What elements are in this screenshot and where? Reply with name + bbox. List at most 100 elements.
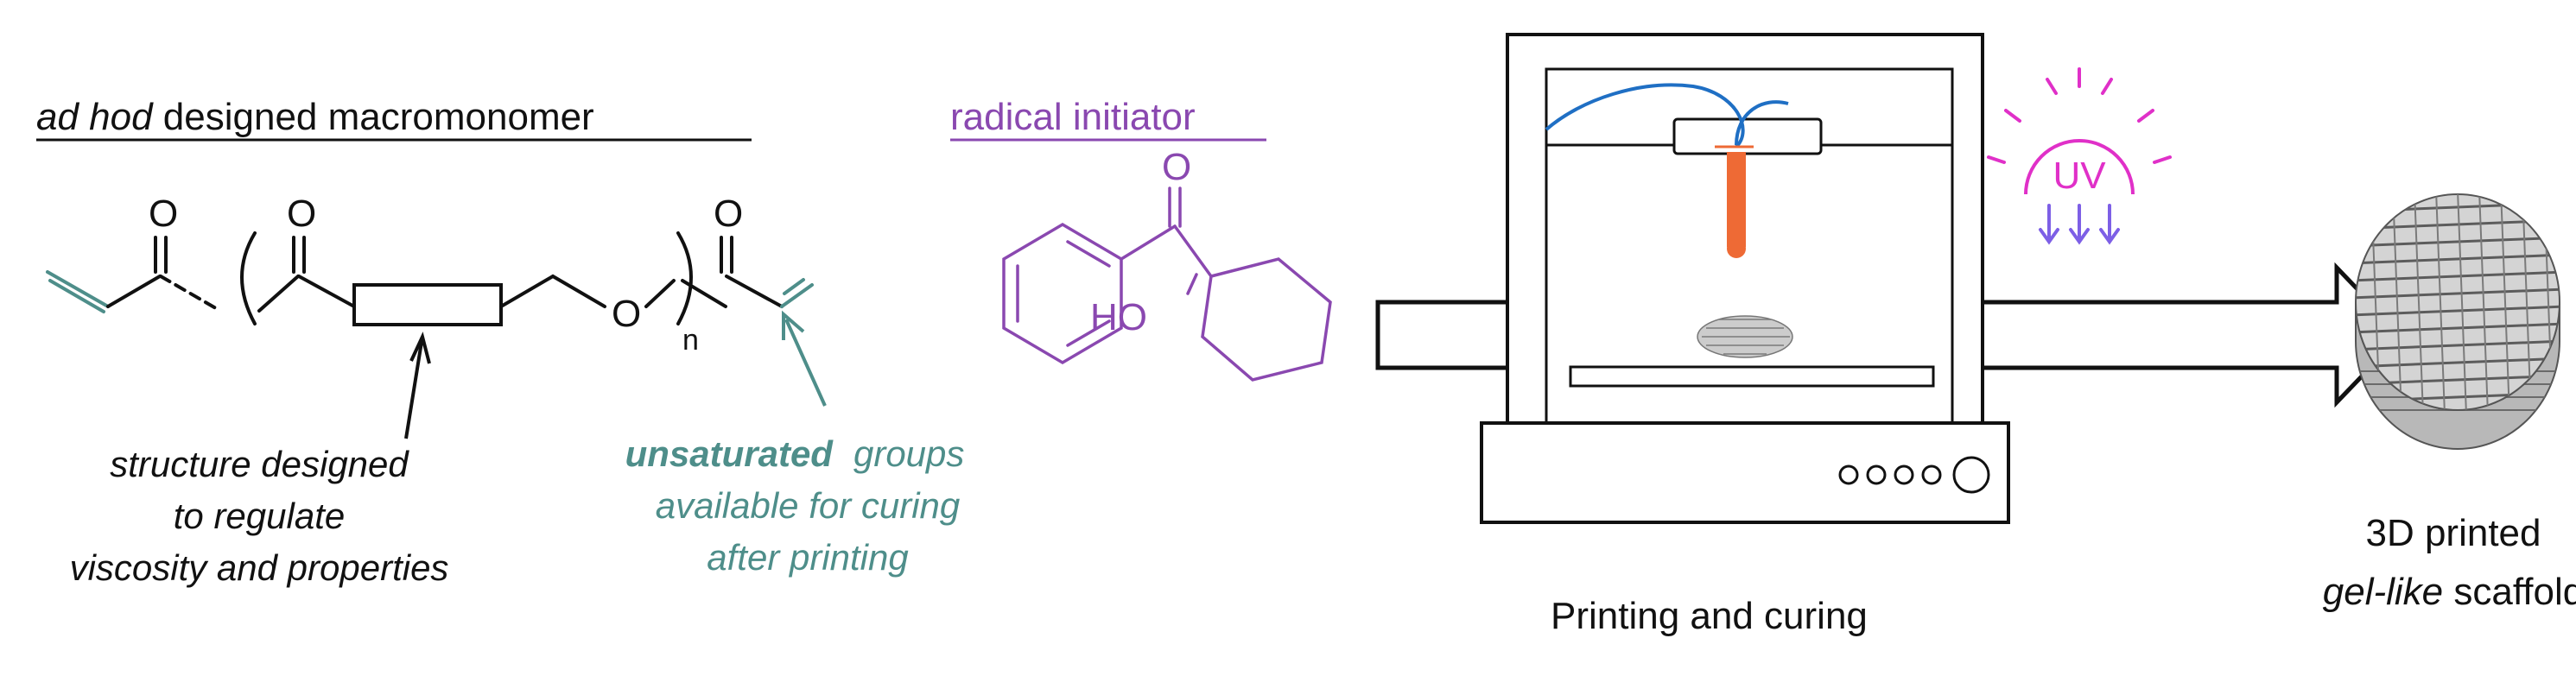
- uv-lamp: UV: [1987, 67, 2172, 245]
- printer-build-plate: [1569, 365, 1935, 388]
- unsaturated-note-line-2: available for curing: [656, 485, 961, 526]
- printer-power-knob: [1952, 456, 1990, 494]
- printer-button-2: [1866, 464, 1887, 485]
- printer-nozzle-tip: [1727, 239, 1746, 258]
- lattice-row-9: [2356, 339, 2560, 351]
- unsaturated-note-rest: groups: [853, 433, 964, 474]
- aryl-carbonyl-bond: [1120, 224, 1177, 261]
- repeat-carbonyl-oxygen: O: [287, 193, 316, 235]
- repeat-bond-1: [257, 275, 300, 313]
- initiator-carbonyl-oxygen: O: [1162, 146, 1191, 188]
- unsaturated-note-line-3: after printing: [707, 537, 908, 578]
- uv-ray-1: [1987, 155, 2006, 164]
- uv-arrow-3: [2099, 204, 2120, 245]
- printer: [1480, 33, 2010, 524]
- printer-base: [1480, 421, 2010, 524]
- gel-scaffold: [2355, 193, 2560, 450]
- scaffold-caption-rest: scaffold: [2443, 571, 2576, 613]
- left-carbonyl-oxygen: O: [149, 193, 178, 235]
- macromonomer-section: ad hod designed macromonomer: [36, 96, 964, 588]
- initiator-carbonyl-bond: [1168, 186, 1182, 228]
- cyclohexane-ring: [1201, 257, 1332, 382]
- initiator-section: radical initiator O HO: [950, 96, 1332, 382]
- lattice-row-7: [2356, 305, 2560, 317]
- initiator-hydroxyl-label: HO: [1090, 296, 1147, 338]
- right-chain-bond-2: [725, 275, 784, 308]
- repeat-bond-3: [499, 274, 606, 308]
- repeat-bond-4: [644, 279, 676, 308]
- printer-carriage: [1672, 117, 1823, 155]
- macromonomer-structure: [46, 231, 814, 326]
- left-carbonyl-bond: [154, 236, 168, 274]
- printer-cable-left: [1545, 83, 1745, 148]
- printer-button-1: [1838, 464, 1859, 485]
- repeat-open-paren: [240, 231, 257, 325]
- lattice-row-8: [2356, 322, 2560, 334]
- right-carbonyl-oxygen: O: [714, 193, 743, 235]
- hydroxyl-bond: [1186, 273, 1198, 295]
- benzene-double-bonds: [1016, 240, 1111, 347]
- lattice-col-8: [2522, 194, 2532, 410]
- scaffold-caption-line-2: gel-like scaffold: [2323, 571, 2576, 613]
- repeat-bond-2: [297, 275, 356, 308]
- benzene-ring: [1002, 222, 1123, 365]
- uv-ray-2: [2004, 109, 2021, 123]
- backbone-note: structure designed to regulate viscosity…: [70, 444, 449, 588]
- left-vinyl-double-bond: [48, 279, 105, 313]
- backbone-note-line-2: to regulate: [174, 496, 345, 536]
- printer-button-3: [1894, 464, 1914, 485]
- lattice-col-6: [2478, 194, 2489, 410]
- uv-arrow-1: [2039, 204, 2059, 245]
- lattice-col-4: [2435, 194, 2446, 410]
- backbone-box: [352, 283, 503, 326]
- ester-oxygen: O: [612, 293, 641, 335]
- macromonomer-title: ad hod designed macromonomer: [36, 96, 594, 138]
- scaffold-lattice: [2356, 194, 2560, 410]
- uv-arrow-2: [2069, 204, 2090, 245]
- printer-button-4: [1921, 464, 1942, 485]
- uv-label: UV: [2053, 155, 2106, 197]
- scaffold-lattice-cols: [2370, 194, 2554, 410]
- printed-disc-lines: [1702, 319, 1790, 355]
- printed-disc-preview: [1697, 315, 1793, 358]
- initiator-structure: [1002, 186, 1332, 382]
- initiator-title: radical initiator: [950, 96, 1196, 138]
- lattice-col-7: [2500, 194, 2510, 410]
- macromonomer-title-rest: designed macromonomer: [153, 96, 594, 138]
- left-dashed-bond: [159, 275, 222, 313]
- unsaturated-note: unsaturated groups available for curing a…: [625, 433, 965, 578]
- uv-ray-7: [2153, 155, 2172, 164]
- uv-ray-5: [2101, 78, 2113, 95]
- left-chain-bond: [106, 275, 162, 308]
- carbonyl-cyclohexyl-bond: [1173, 224, 1213, 278]
- repeat-carbonyl-bond: [292, 236, 306, 274]
- lattice-row-6: [2356, 287, 2560, 300]
- repeat-close-paren: [676, 231, 693, 325]
- unsaturated-annotation-arrow-head: [782, 310, 805, 340]
- right-vinyl-bond: [780, 283, 814, 308]
- uv-ray-6: [2137, 109, 2154, 123]
- lattice-col-3: [2414, 194, 2424, 410]
- lattice-row-4: [2356, 253, 2560, 265]
- unsaturated-note-bold: unsaturated: [625, 433, 834, 474]
- backbone-note-line-3: viscosity and properties: [70, 547, 449, 588]
- lattice-row-3: [2356, 236, 2560, 248]
- lattice-col-5: [2457, 194, 2467, 410]
- scaffold-caption-line-1: 3D printed: [2365, 512, 2541, 554]
- scaffold-caption-italic: gel-like: [2323, 571, 2443, 613]
- backbone-annotation-arrow-head: [409, 332, 431, 364]
- unsaturated-annotation-arrow-line: [784, 319, 827, 407]
- unsaturated-note-line-1: unsaturated groups: [625, 433, 965, 474]
- right-chain-bond: [681, 279, 727, 308]
- backbone-note-line-1: structure designed: [110, 444, 409, 484]
- lattice-col-2: [2392, 194, 2402, 410]
- macromonomer-title-italic: ad hod: [36, 96, 154, 138]
- lattice-row-5: [2356, 270, 2560, 282]
- printer-cable-right: [1735, 100, 1789, 146]
- right-carbonyl-bond: [720, 236, 733, 274]
- repeat-subscript-n: n: [682, 324, 699, 357]
- left-vinyl-bond: [46, 270, 110, 308]
- uv-lamp-dome: [2024, 139, 2135, 195]
- backbone-annotation-arrow-line: [404, 341, 423, 439]
